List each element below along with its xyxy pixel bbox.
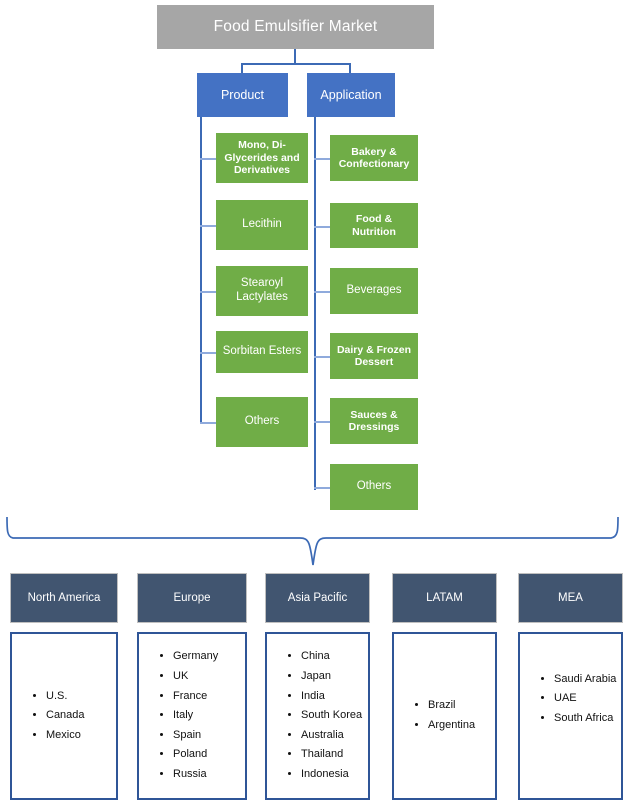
leaf-box-application-4[interactable]: Sauces & Dressings [330,398,418,444]
list-item: Indonesia [301,765,368,785]
list-item: UK [173,667,245,687]
region-header-asia-pacific[interactable]: Asia Pacific [265,573,370,623]
connector-stub-product-4 [200,422,216,424]
list-item: France [173,687,245,707]
list-item: China [301,647,368,667]
connector-stub-application-2 [314,291,330,293]
diagram-title: Food Emulsifier Market [157,5,434,49]
leaf-box-application-1[interactable]: Food & Nutrition [330,203,418,248]
list-item: India [301,687,368,707]
region-country-list-europe: GermanyUKFranceItalySpainPolandRussia [137,632,247,800]
region-country-list-mea: Saudi ArabiaUAESouth Africa [518,632,623,800]
list-item: Argentina [428,716,495,736]
connector-stub-product-0 [200,158,216,160]
trunk-product [200,117,202,423]
segment-box-product[interactable]: Product [197,73,288,117]
region-country-list-asia-pacific: ChinaJapanIndiaSouth KoreaAustraliaThail… [265,632,370,800]
connector-stub-application-0 [314,158,330,160]
connector-stub-application-4 [314,421,330,423]
list-item: U.S. [46,687,116,707]
list-item: Russia [173,765,245,785]
leaf-box-application-2[interactable]: Beverages [330,268,418,314]
connector-stub-application-5 [314,487,330,489]
region-header-north-america[interactable]: North America [10,573,118,623]
list-item: Brazil [428,696,495,716]
list-item: Saudi Arabia [554,670,621,690]
country-list: GermanyUKFranceItalySpainPolandRussia [161,647,245,784]
country-list: ChinaJapanIndiaSouth KoreaAustraliaThail… [289,647,368,784]
leaf-box-application-3[interactable]: Dairy & Frozen Dessert [330,333,418,379]
list-item: Poland [173,745,245,765]
region-header-europe[interactable]: Europe [137,573,247,623]
trunk-application [314,117,316,490]
leaf-box-product-1[interactable]: Lecithin [216,200,308,250]
leaf-box-product-0[interactable]: Mono, Di-Glycerides and Derivatives [216,133,308,183]
list-item: Canada [46,706,116,726]
connector-title-spread [241,63,351,65]
segment-box-application[interactable]: Application [307,73,395,117]
region-header-latam[interactable]: LATAM [392,573,497,623]
connector-stub-product-1 [200,225,216,227]
region-header-mea[interactable]: MEA [518,573,623,623]
country-list: U.S.CanadaMexico [34,687,116,746]
leaf-box-application-5[interactable]: Others [330,464,418,510]
list-item: Australia [301,726,368,746]
connector-stub-product-3 [200,352,216,354]
connector-stub-product-2 [200,291,216,293]
country-list: Saudi ArabiaUAESouth Africa [542,670,621,729]
leaf-box-product-2[interactable]: Stearoyl Lactylates [216,266,308,316]
region-country-list-north-america: U.S.CanadaMexico [10,632,118,800]
list-item: UAE [554,689,621,709]
connector-brace-regions [6,516,619,566]
leaf-box-application-0[interactable]: Bakery & Confectionary [330,135,418,181]
country-list: BrazilArgentina [416,696,495,735]
list-item: South Africa [554,709,621,729]
list-item: Italy [173,706,245,726]
list-item: Germany [173,647,245,667]
list-item: Mexico [46,726,116,746]
list-item: South Korea [301,706,368,726]
connector-to-product [241,63,243,74]
connector-stub-application-1 [314,225,330,228]
connector-stub-application-3 [314,356,330,358]
connector-title-stem [294,49,296,64]
connector-to-application [349,63,351,74]
list-item: Thailand [301,745,368,765]
list-item: Spain [173,726,245,746]
region-country-list-latam: BrazilArgentina [392,632,497,800]
leaf-box-product-4[interactable]: Others [216,397,308,447]
list-item: Japan [301,667,368,687]
leaf-box-product-3[interactable]: Sorbitan Esters [216,331,308,373]
